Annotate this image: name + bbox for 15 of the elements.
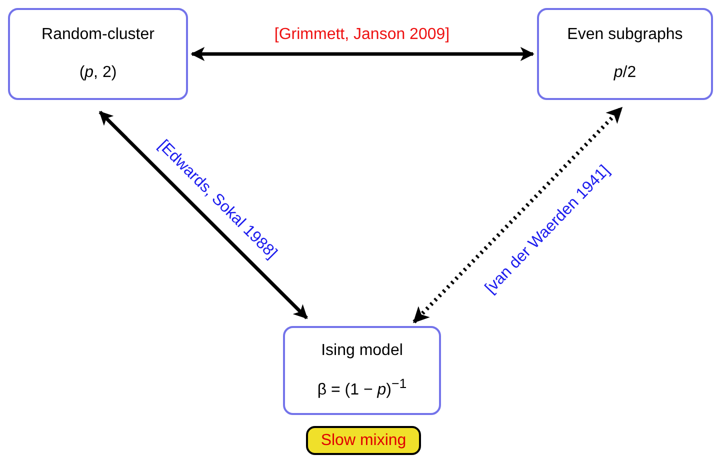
node-text: p/2 (614, 64, 636, 82)
arrow (190, 47, 534, 61)
node-text: β = (1 − p)$^{−1}$ (317, 376, 407, 400)
status-badge (306, 426, 421, 455)
node-text: Even subgraphs (567, 26, 683, 44)
node-text: Slow mixing (320, 432, 406, 450)
edge-label: [Grimmett, Janson 2009] (273, 26, 451, 44)
process-box (283, 326, 441, 415)
node-text: Ising model (321, 342, 403, 360)
process-box (8, 8, 188, 100)
arrow (412, 106, 623, 324)
arrow (98, 110, 308, 320)
node-text: Random-cluster (42, 26, 154, 44)
process-box (537, 8, 713, 100)
node-text: (p, 2) (79, 64, 117, 82)
